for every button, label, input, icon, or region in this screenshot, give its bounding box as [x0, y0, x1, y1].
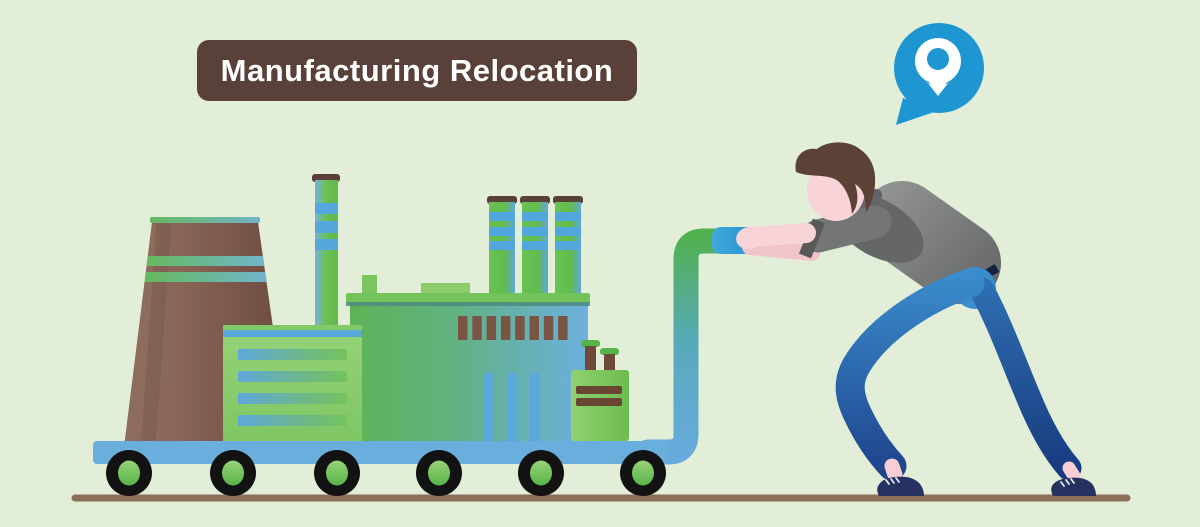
smokestack	[520, 196, 550, 297]
factory-building	[346, 275, 590, 444]
wheel	[314, 450, 360, 496]
roof-vent	[362, 275, 377, 297]
roof-smokestacks	[487, 196, 583, 297]
location-pin-icon	[915, 38, 961, 96]
worker-back-leg	[969, 277, 1082, 481]
window-strips	[238, 349, 347, 426]
roof-vent	[421, 283, 470, 296]
worker-front-ankle	[884, 458, 903, 483]
worker-front-shoe	[877, 476, 924, 496]
tower-stripe	[126, 272, 290, 282]
door-pillars	[484, 372, 540, 444]
worker-back-shoe	[1051, 477, 1096, 496]
wheel	[210, 450, 256, 496]
worker	[736, 142, 1096, 496]
window-slats	[458, 316, 568, 340]
worker-back-ankle	[1062, 461, 1081, 483]
storage-tank	[571, 340, 629, 441]
cart-platform	[93, 441, 668, 464]
cart-wheels	[106, 450, 666, 496]
smokestack	[487, 196, 517, 297]
bubble-tail	[896, 98, 940, 125]
worker-front-leg	[835, 268, 985, 481]
smokestack	[553, 196, 583, 297]
thin-smokestack	[312, 174, 340, 332]
worker-sleeve	[801, 205, 892, 253]
push-handle	[635, 228, 730, 465]
title-banner: Manufacturing Relocation	[197, 40, 637, 101]
wheel	[620, 450, 666, 496]
wheel	[416, 450, 462, 496]
tower-cap	[150, 217, 260, 223]
title-banner-label: Manufacturing Relocation	[220, 52, 614, 88]
tower-stripe	[128, 256, 288, 266]
shoe-laces	[885, 477, 1075, 487]
worker-hair	[795, 142, 876, 214]
roof-strip	[346, 293, 590, 303]
wheel	[518, 450, 564, 496]
worker-hand	[736, 226, 762, 250]
location-bubble	[894, 23, 984, 125]
wheel	[106, 450, 152, 496]
front-building	[223, 325, 362, 443]
